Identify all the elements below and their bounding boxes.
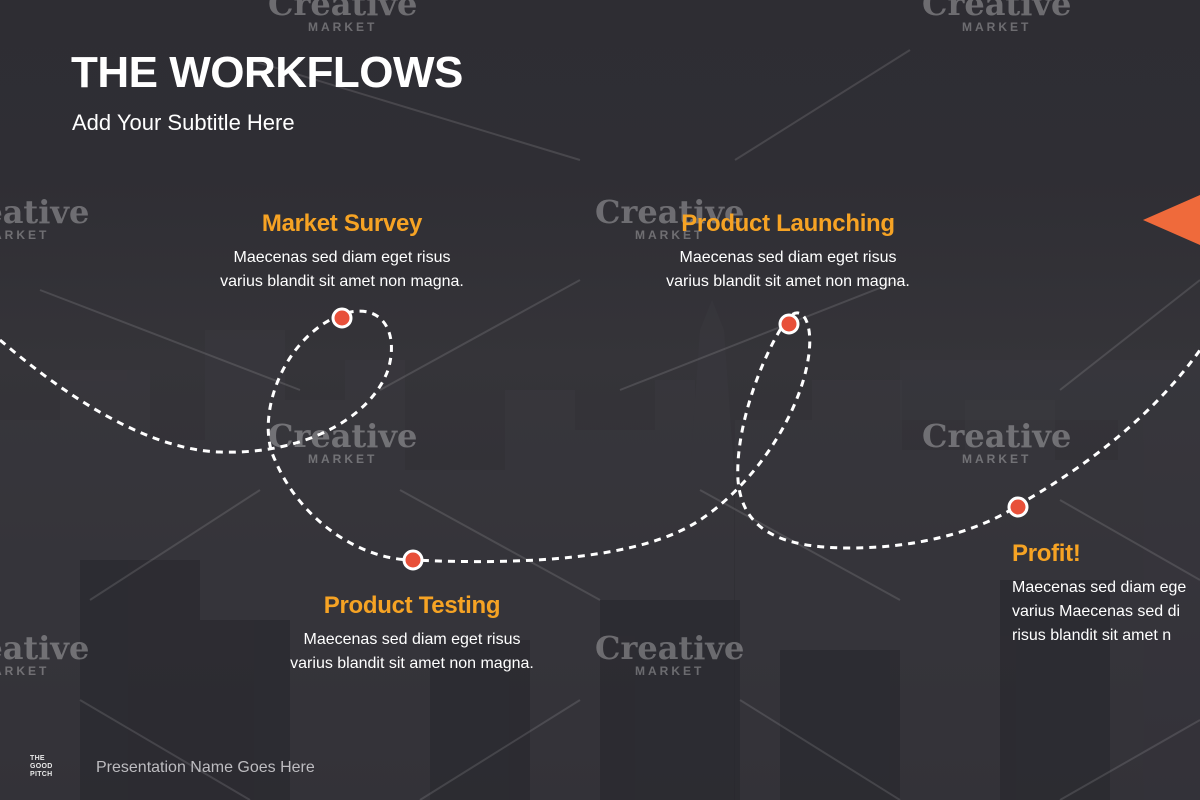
slide-subtitle: Add Your Subtitle Here [72, 110, 295, 135]
step-title: Product Launching [681, 210, 895, 237]
step-marker-product-testing [402, 549, 424, 571]
step-title: Market Survey [261, 210, 423, 237]
step-description-line: varius blandit sit amet non magna. [290, 655, 534, 672]
step-marker-market-survey [331, 307, 353, 329]
step-marker-profit [1007, 496, 1029, 518]
step-description-line: Maecenas sed diam ege [1012, 579, 1187, 596]
step-title: Profit! [1012, 540, 1081, 567]
step-description-line: Maecenas sed diam eget risus [679, 249, 897, 266]
slide-title: THE WORKFLOWS [71, 48, 463, 97]
dashed-route-line [0, 309, 1200, 564]
step-profit: Profit! Maecenas sed diam ege varius Mae… [1012, 540, 1200, 648]
step-markers [331, 307, 1029, 571]
step-marker-product-launching [778, 313, 800, 335]
step-market-survey: Market Survey Maecenas sed diam eget ris… [192, 210, 492, 294]
step-description-line: Maecenas sed diam eget risus [233, 249, 451, 266]
step-description-line: risus blandit sit amet n [1012, 627, 1172, 644]
arrow-head-icon [1143, 195, 1200, 245]
step-description-line: varius blandit sit amet non magna. [220, 273, 464, 290]
step-description-line: varius Maecenas sed di [1012, 603, 1181, 620]
step-description-line: Maecenas sed diam eget risus [303, 631, 521, 648]
step-title: Product Testing [323, 592, 501, 619]
step-description-line: varius blandit sit amet non magna. [666, 273, 910, 290]
step-product-launching: Product Launching Maecenas sed diam eget… [638, 210, 938, 294]
brand-logo: THE GOOD PITCH [30, 755, 53, 778]
step-product-testing: Product Testing Maecenas sed diam eget r… [262, 592, 562, 676]
footer-presentation-name: Presentation Name Goes Here [96, 759, 315, 776]
